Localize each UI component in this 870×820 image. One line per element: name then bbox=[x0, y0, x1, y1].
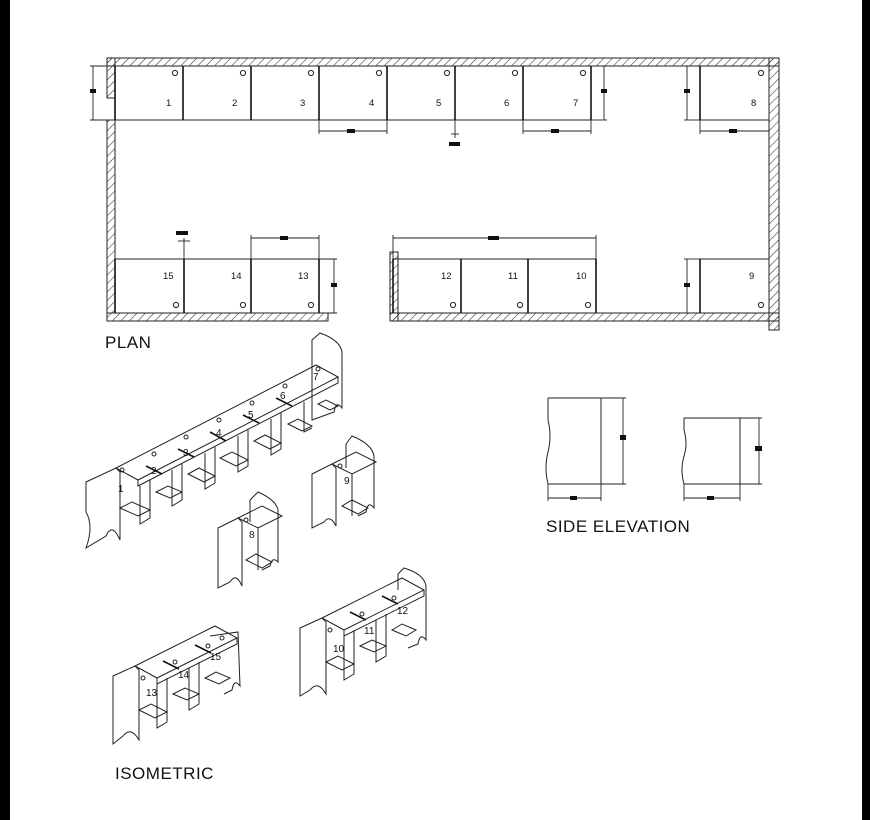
iso-unit-9: 9 bbox=[311, 435, 378, 529]
wall-bottom-left bbox=[106, 312, 329, 322]
wall-left-upper bbox=[106, 57, 116, 99]
iso-desk-15: 15 bbox=[210, 652, 222, 663]
plan-desk-11: 11 bbox=[508, 271, 518, 282]
iso-desk-6: 6 bbox=[280, 391, 286, 402]
isometric-view: 1 2 3 4 5 6 7 8 bbox=[85, 332, 427, 746]
plan-desk-9: 9 bbox=[749, 271, 754, 282]
plan-desk-2: 2 bbox=[232, 98, 237, 109]
plan-desk-14: 14 bbox=[231, 271, 242, 282]
plan-desk-4: 4 bbox=[369, 98, 374, 109]
plan-desk-6: 6 bbox=[504, 98, 509, 109]
plan-desk-12: 12 bbox=[441, 271, 452, 282]
iso-desk-9: 9 bbox=[344, 476, 350, 487]
iso-row-c: 13 14 15 bbox=[112, 625, 241, 746]
iso-unit-8: 8 bbox=[217, 491, 284, 589]
plan-desk-13: 13 bbox=[298, 271, 309, 282]
iso-desk-8: 8 bbox=[249, 530, 255, 541]
plan-desk-7: 7 bbox=[573, 98, 578, 109]
iso-desk-5: 5 bbox=[248, 410, 254, 421]
iso-desk-7: 7 bbox=[313, 372, 319, 383]
plan-desk-3: 3 bbox=[300, 98, 305, 109]
iso-desk-2: 2 bbox=[151, 466, 157, 477]
iso-desk-3: 3 bbox=[183, 448, 189, 459]
iso-desk-10: 10 bbox=[333, 644, 345, 655]
iso-row-b: 10 11 12 bbox=[299, 567, 427, 697]
wall-left bbox=[106, 119, 116, 314]
iso-desk-1: 1 bbox=[118, 484, 124, 495]
wall-door-jamb bbox=[389, 251, 399, 322]
plan-desk-1: 1 bbox=[166, 98, 171, 109]
wall-right bbox=[768, 57, 780, 331]
drawing-sheet bbox=[10, 0, 862, 820]
wall-bottom-right bbox=[389, 312, 780, 322]
plan-bottom-row bbox=[114, 258, 770, 314]
iso-desk-13: 13 bbox=[146, 688, 158, 699]
plan-bottom-numbers: 15 14 13 12 11 10 9 bbox=[163, 271, 754, 282]
plan-desk-5: 5 bbox=[436, 98, 441, 109]
plan-view: 1 2 3 4 5 6 7 8 bbox=[90, 57, 780, 331]
plan-top-numbers: 1 2 3 4 5 6 7 8 bbox=[166, 98, 756, 109]
side-elevation-title: SIDE ELEVATION bbox=[546, 517, 691, 536]
iso-row-a-numbers: 1 2 3 4 5 6 7 bbox=[118, 372, 319, 495]
wall-top bbox=[106, 57, 780, 67]
plan-desk-8: 8 bbox=[751, 98, 756, 109]
plan-dimensions bbox=[90, 65, 770, 314]
iso-desk-4: 4 bbox=[216, 428, 222, 439]
plan-desk-10: 10 bbox=[576, 271, 587, 282]
isometric-title: ISOMETRIC bbox=[115, 764, 214, 783]
plan-top-row bbox=[114, 65, 770, 121]
side-elevation-view bbox=[545, 397, 762, 501]
plan-desk-15: 15 bbox=[163, 271, 174, 282]
iso-desk-14: 14 bbox=[178, 670, 190, 681]
iso-desk-11: 11 bbox=[364, 626, 375, 637]
iso-row-a bbox=[85, 332, 343, 550]
iso-desk-12: 12 bbox=[397, 606, 409, 617]
plan-title: PLAN bbox=[105, 333, 152, 352]
